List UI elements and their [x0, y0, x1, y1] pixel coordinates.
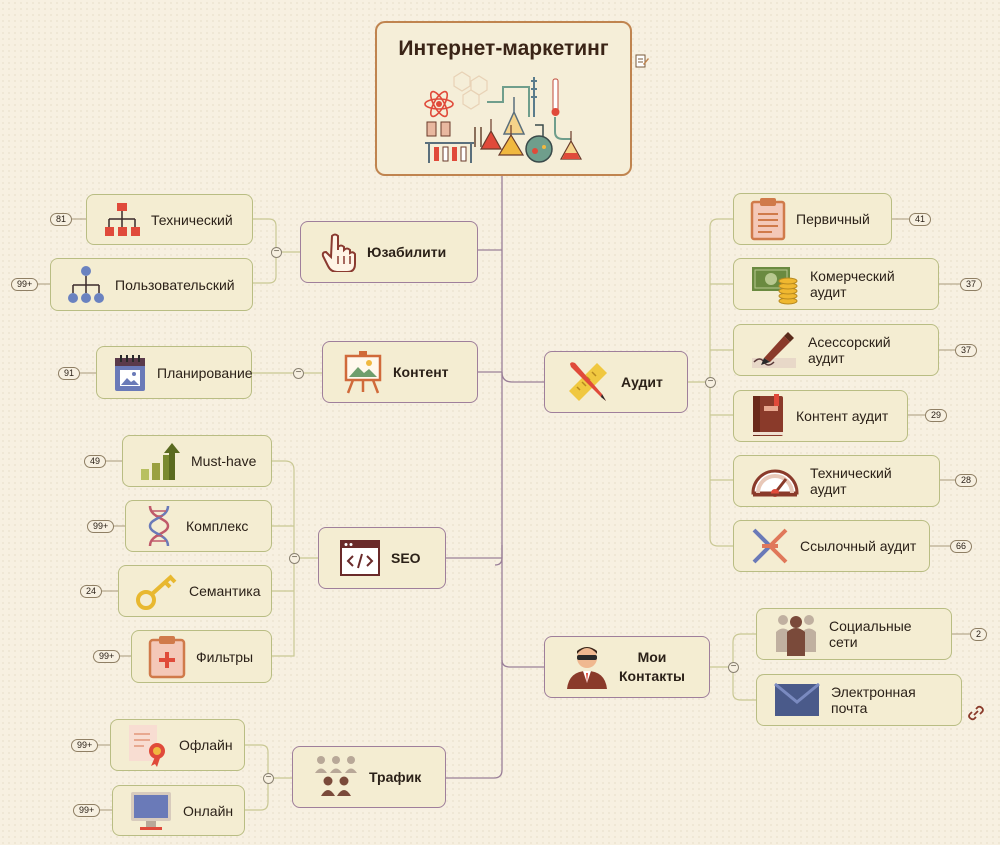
count-badge: 49: [84, 455, 107, 468]
subtopic-must-have[interactable]: Must-have: [122, 435, 272, 487]
count-badge: 2: [970, 628, 988, 641]
hierarchy-blue-icon: [68, 265, 104, 303]
easel-picture-icon: [344, 351, 382, 394]
science-lab-icon: [423, 71, 582, 163]
count-badge: 41: [909, 213, 932, 226]
growth-chart-icon: [141, 443, 180, 480]
subtopic-assessor[interactable]: Асессорский аудит: [733, 324, 939, 376]
subtopic-user[interactable]: Пользовательский: [50, 258, 253, 311]
monitor-icon: [131, 791, 171, 830]
count-badge: 28: [955, 474, 978, 487]
subtopic-filters-label: Фильтры: [196, 648, 254, 665]
agent-icon: [567, 647, 607, 689]
subtopic-filters[interactable]: Фильтры: [131, 630, 272, 683]
subtopic-primary[interactable]: Первичный: [733, 193, 892, 245]
count-badge: 66: [950, 540, 973, 553]
collapse-toggle-seo[interactable]: −: [289, 553, 300, 564]
people-group-icon: [315, 756, 357, 796]
subtopic-must-have-label: Must-have: [191, 453, 257, 469]
topic-traffic-label: Трафик: [369, 769, 422, 785]
key-icon: [136, 574, 177, 610]
topic-seo-label: SEO: [391, 550, 421, 566]
count-badge: 37: [955, 344, 978, 357]
subtopic-user-label: Пользовательский: [115, 276, 235, 293]
topic-my-contacts-label-line2: Контакты: [619, 668, 686, 684]
collapse-toggle-usability[interactable]: −: [271, 247, 282, 258]
pencil-ruler-icon: [569, 362, 607, 401]
subtopic-email[interactable]: Электронная почта: [756, 674, 962, 726]
subtopic-social-networks[interactable]: Социальные сети: [756, 608, 952, 660]
subtopic-commercial[interactable]: Комерческий аудит: [733, 258, 939, 310]
count-badge: 99+: [71, 739, 99, 752]
notebook-icon: [753, 394, 783, 436]
hand-pointer-icon: [321, 233, 356, 272]
central-topic-title: Интернет-маркетинг: [398, 37, 609, 60]
subtopic-online[interactable]: Онлайн: [112, 785, 245, 836]
subtopic-commercial-label: Комерческий аудит: [810, 268, 895, 300]
topic-usability-label: Юзабилити: [367, 244, 447, 260]
subtopic-technical-label: Технический: [151, 211, 233, 228]
subtopic-semantics[interactable]: Семантика: [118, 565, 272, 617]
subtopic-assessor-label: Асессорский аудит: [808, 334, 891, 366]
count-badge: 91: [58, 367, 81, 380]
topic-seo[interactable]: SEO: [318, 527, 446, 589]
count-badge: 99+: [93, 650, 121, 663]
count-badge: 24: [80, 585, 103, 598]
topic-traffic[interactable]: Трафик: [292, 746, 446, 808]
calendar-picture-icon: [115, 354, 145, 391]
topic-content-label: Контент: [393, 364, 449, 380]
subtopic-technical[interactable]: Технический: [86, 194, 253, 245]
collapse-toggle-content[interactable]: −: [293, 368, 304, 379]
topic-audit-label: Аудит: [621, 374, 663, 390]
count-badge: 99+: [87, 520, 115, 533]
envelope-icon: [774, 682, 820, 716]
subtopic-planning-label: Планирование: [157, 364, 253, 381]
subtopic-email-label: Электронная почта: [831, 684, 916, 716]
subtopic-content-audit-label: Контент аудит: [796, 408, 889, 424]
collapse-toggle-traffic[interactable]: −: [263, 773, 274, 784]
subtopic-technical-audit-label: Технический аудит: [810, 465, 892, 497]
gauge-icon: [751, 469, 799, 497]
subtopic-primary-label: Первичный: [796, 211, 870, 227]
topic-usability[interactable]: Юзабилити: [300, 221, 478, 283]
pen-signature-icon: [752, 332, 796, 368]
subtopic-semantics-label: Семантика: [189, 583, 261, 599]
count-badge: 99+: [73, 804, 101, 817]
topic-my-contacts-label-line1: Мои: [637, 649, 667, 665]
money-coins-icon: [752, 267, 798, 305]
note-icon[interactable]: [635, 54, 649, 68]
cross-links-icon: [752, 528, 788, 564]
certificate-icon: [129, 725, 165, 767]
collapse-toggle-contacts[interactable]: −: [728, 662, 739, 673]
subtopic-planning[interactable]: Планирование: [96, 346, 253, 399]
medical-clipboard-icon: [148, 635, 186, 678]
hierarchy-red-icon: [105, 202, 140, 236]
count-badge: 81: [50, 213, 73, 226]
count-badge: 99+: [11, 278, 39, 291]
subtopic-offline-label: Офлайн: [179, 737, 233, 753]
code-window-icon: [340, 540, 380, 576]
dna-icon: [148, 505, 170, 547]
social-people-icon: [776, 615, 816, 656]
topic-my-contacts-label: Мои Контакты: [619, 648, 685, 686]
count-badge: 37: [960, 278, 983, 291]
subtopic-online-label: Онлайн: [183, 802, 234, 819]
chain-link-icon[interactable]: [968, 705, 984, 721]
collapse-toggle-audit[interactable]: −: [705, 377, 716, 388]
topic-content[interactable]: Контент: [322, 341, 478, 403]
central-topic[interactable]: Интернет-маркетинг: [375, 21, 632, 176]
subtopic-offline[interactable]: Офлайн: [110, 719, 245, 771]
subtopic-social-networks-label: Социальные сети: [829, 618, 912, 650]
topic-my-contacts[interactable]: Мои Контакты: [544, 636, 710, 698]
subtopic-content-audit[interactable]: Контент аудит: [733, 390, 908, 442]
subtopic-complex[interactable]: Комплекс: [125, 500, 272, 552]
subtopic-technical-audit[interactable]: Технический аудит: [733, 455, 940, 507]
topic-audit[interactable]: Аудит: [544, 351, 688, 413]
count-badge: 29: [925, 409, 948, 422]
clipboard-icon: [750, 198, 786, 241]
subtopic-link-audit[interactable]: Ссылочный аудит: [733, 520, 930, 572]
subtopic-link-audit-label: Ссылочный аудит: [800, 538, 917, 554]
subtopic-complex-label: Комплекс: [186, 518, 249, 534]
